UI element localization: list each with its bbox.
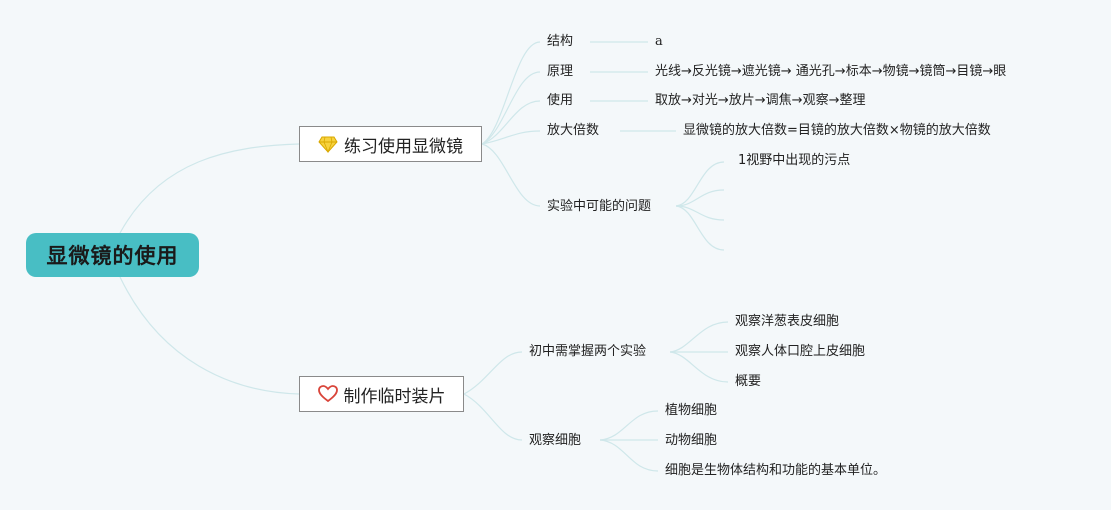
leaf-usage-steps[interactable]: 取放→对光→放片→调焦→观察→整理: [655, 93, 866, 108]
branch-label: 制作临时装片: [343, 386, 446, 407]
link-b2-sub-1: [463, 351, 523, 395]
leaf-plant-cell[interactable]: 植物细胞: [665, 403, 718, 418]
sub-node-structure[interactable]: 结构: [547, 34, 574, 49]
heart-icon: [317, 384, 338, 404]
link-b1-sub-2: [481, 71, 541, 145]
leaf-magnification-formula[interactable]: 显微镜的放大倍数=目镜的放大倍数×物镜的放大倍数: [683, 123, 991, 138]
link-b2-s1-leaf-3: [669, 351, 729, 383]
link-b1-s5-leaf-3: [675, 205, 725, 221]
branch-label: 练习使用显微镜: [344, 136, 463, 157]
link-b1-s5-leaf-2: [675, 189, 725, 207]
leaf-light-path[interactable]: 光线→反光镜→遮光镜→ 通光孔→标本→物镜→镜筒→目镜→眼: [655, 64, 1007, 79]
link-b2-s2-leaf-3: [599, 439, 659, 472]
diamond-icon: [318, 134, 338, 154]
branch-node-temporary-slide[interactable]: 制作临时装片: [299, 376, 464, 412]
leaf-summary[interactable]: 概要: [735, 374, 762, 389]
leaf-animal-cell[interactable]: 动物细胞: [665, 433, 718, 448]
leaf-problem-1[interactable]: 1视野中出现的污点: [738, 153, 851, 168]
link-b1-s5-leaf-4: [675, 205, 725, 251]
sub-node-observe-cells[interactable]: 观察细胞: [529, 433, 582, 448]
link-b1-sub-5: [481, 143, 541, 207]
link-b1-sub-1: [481, 41, 541, 145]
sub-node-two-experiments[interactable]: 初中需掌握两个实验: [529, 344, 647, 359]
branch-node-microscope-practice[interactable]: 练习使用显微镜: [299, 126, 482, 162]
root-label: 显微镜的使用: [46, 244, 179, 268]
sub-node-principle[interactable]: 原理: [547, 64, 574, 79]
link-root-branch-1: [119, 143, 300, 234]
link-root-branch-2: [119, 276, 300, 395]
leaf-onion-epidermis[interactable]: 观察洋葱表皮细胞: [735, 314, 840, 329]
link-b2-sub-2: [463, 393, 523, 441]
root-node[interactable]: 显微镜的使用: [26, 233, 199, 277]
leaf-oral-epithelium[interactable]: 观察人体口腔上皮细胞: [735, 344, 866, 359]
leaf-cell-basic-unit[interactable]: 细胞是生物体结构和功能的基本单位。: [665, 463, 887, 478]
link-b1-sub-3: [481, 100, 541, 145]
link-b1-sub-4: [481, 130, 541, 145]
sub-node-usage[interactable]: 使用: [547, 93, 574, 108]
link-b2-s2-leaf-1: [599, 410, 659, 441]
link-b1-s5-leaf-1: [675, 161, 725, 207]
link-b2-s1-leaf-1: [669, 321, 729, 353]
leaf-structure-a[interactable]: a: [655, 34, 663, 49]
sub-node-magnification[interactable]: 放大倍数: [547, 123, 600, 138]
sub-node-possible-problems[interactable]: 实验中可能的问题: [547, 199, 652, 214]
